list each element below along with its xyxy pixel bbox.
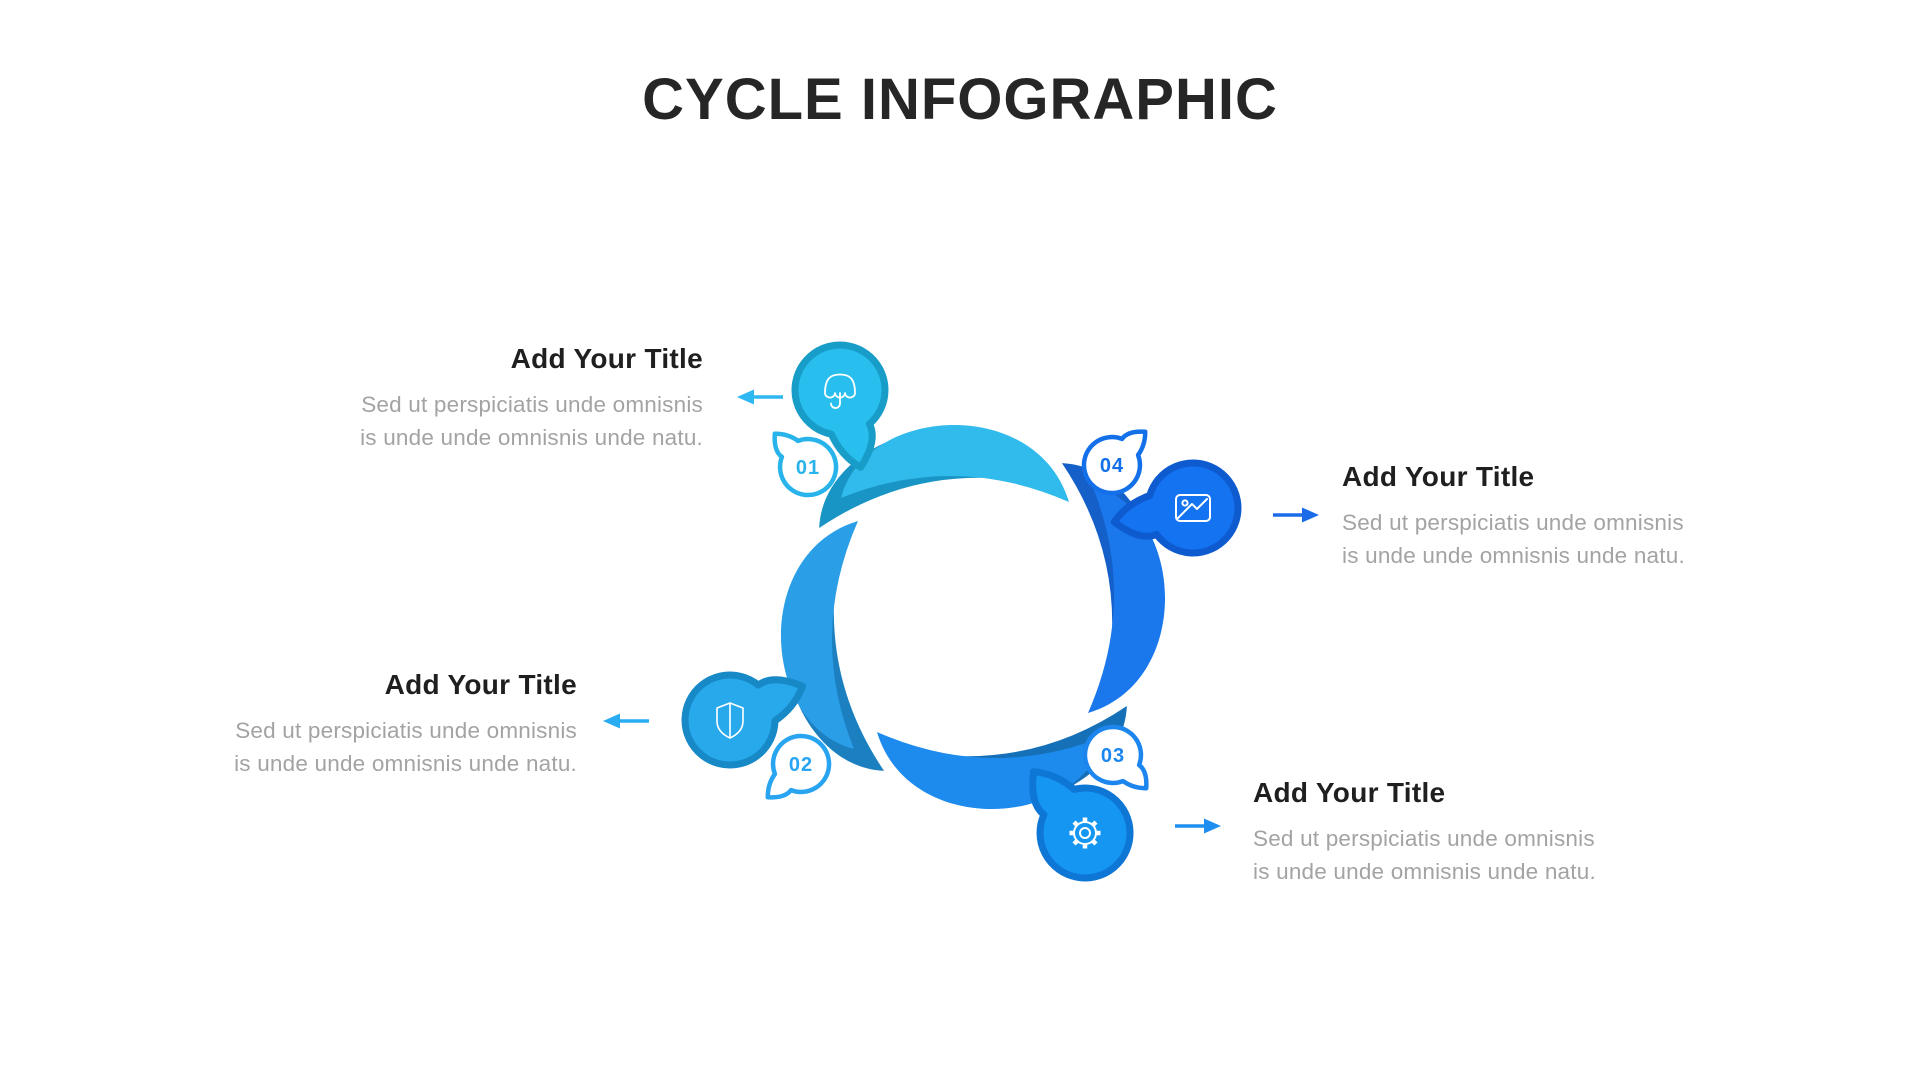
gear-bubble — [1029, 768, 1134, 882]
badge-02 — [765, 733, 832, 800]
gear-icon — [1069, 817, 1101, 849]
step-2-text-block: Add Your Title Sed ut perspiciatis unde … — [137, 669, 577, 780]
badge-03 — [1082, 724, 1149, 791]
step-4-title: Add Your Title — [1342, 461, 1535, 492]
step-3-description: Sed ut perspiciatis unde omnisnis is und… — [1253, 826, 1596, 884]
arc-segment-1 — [841, 424, 1069, 502]
step-2-title: Add Your Title — [384, 669, 577, 700]
step-1-title: Add Your Title — [510, 343, 703, 374]
arc-segment-4 — [1088, 485, 1165, 713]
step-3-arrow-right-icon — [1175, 818, 1221, 834]
step-4-description: Sed ut perspiciatis unde omnisnis is und… — [1342, 510, 1685, 568]
step-4-text-block: Add Your Title Sed ut perspiciatis unde … — [1342, 461, 1782, 572]
step-1-description: Sed ut perspiciatis unde omnisnis is und… — [360, 392, 703, 450]
badge-03-number: 03 — [1101, 745, 1125, 767]
badge-01-number: 01 — [796, 457, 820, 479]
step-2-description: Sed ut perspiciatis unde omnisnis is und… — [234, 718, 577, 776]
step-1-arrow-left-icon — [737, 389, 783, 405]
step-4-arrow-right-icon — [1273, 507, 1319, 523]
umbrella-icon — [824, 373, 856, 409]
image-icon — [1175, 494, 1211, 522]
badge-02-number: 02 — [789, 754, 813, 776]
page-title: CYCLE INFOGRAPHIC — [642, 67, 1278, 132]
step-3-text-block: Add Your Title Sed ut perspiciatis unde … — [1253, 777, 1693, 888]
cycle-diagram: 01 02 03 04 — [681, 341, 1242, 882]
shield-icon — [716, 702, 744, 739]
step-2-arrow-left-icon — [603, 713, 649, 729]
step-1-text-block: Add Your Title Sed ut perspiciatis unde … — [263, 343, 703, 454]
step-3-title: Add Your Title — [1253, 777, 1446, 808]
badge-01 — [772, 431, 839, 498]
badge-04 — [1081, 429, 1148, 496]
badge-04-number: 04 — [1100, 455, 1124, 477]
